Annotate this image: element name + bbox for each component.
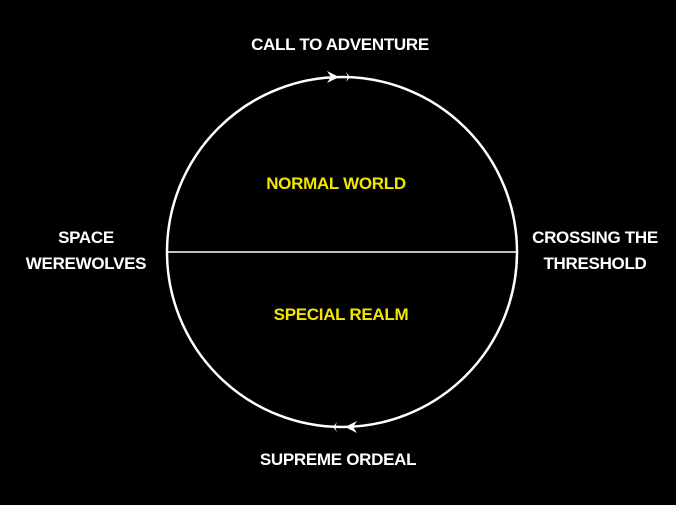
label-crossing-line2: THRESHOLD [543, 254, 647, 273]
label-normal-world: NORMAL WORLD [266, 174, 406, 193]
label-call-to-adventure: CALL TO ADVENTURE [251, 35, 429, 54]
arrowhead-bottom-left [333, 422, 337, 432]
label-crossing-line1: CROSSING THE [532, 228, 658, 247]
arrowhead-top-right [346, 72, 350, 82]
label-supreme-ordeal: SUPREME ORDEAL [259, 450, 417, 469]
label-space-werewolves: SPACE WEREWOLVES [22, 225, 150, 277]
label-crossing-the-threshold: CROSSING THE THRESHOLD [528, 225, 662, 277]
arrowhead-bottom-right [345, 421, 357, 433]
label-space-werewolves-line1: SPACE [58, 228, 114, 247]
label-special-realm: SPECIAL REALM [273, 305, 409, 324]
label-space-werewolves-line2: WEREWOLVES [25, 254, 147, 273]
arrowhead-top-left [327, 71, 339, 83]
